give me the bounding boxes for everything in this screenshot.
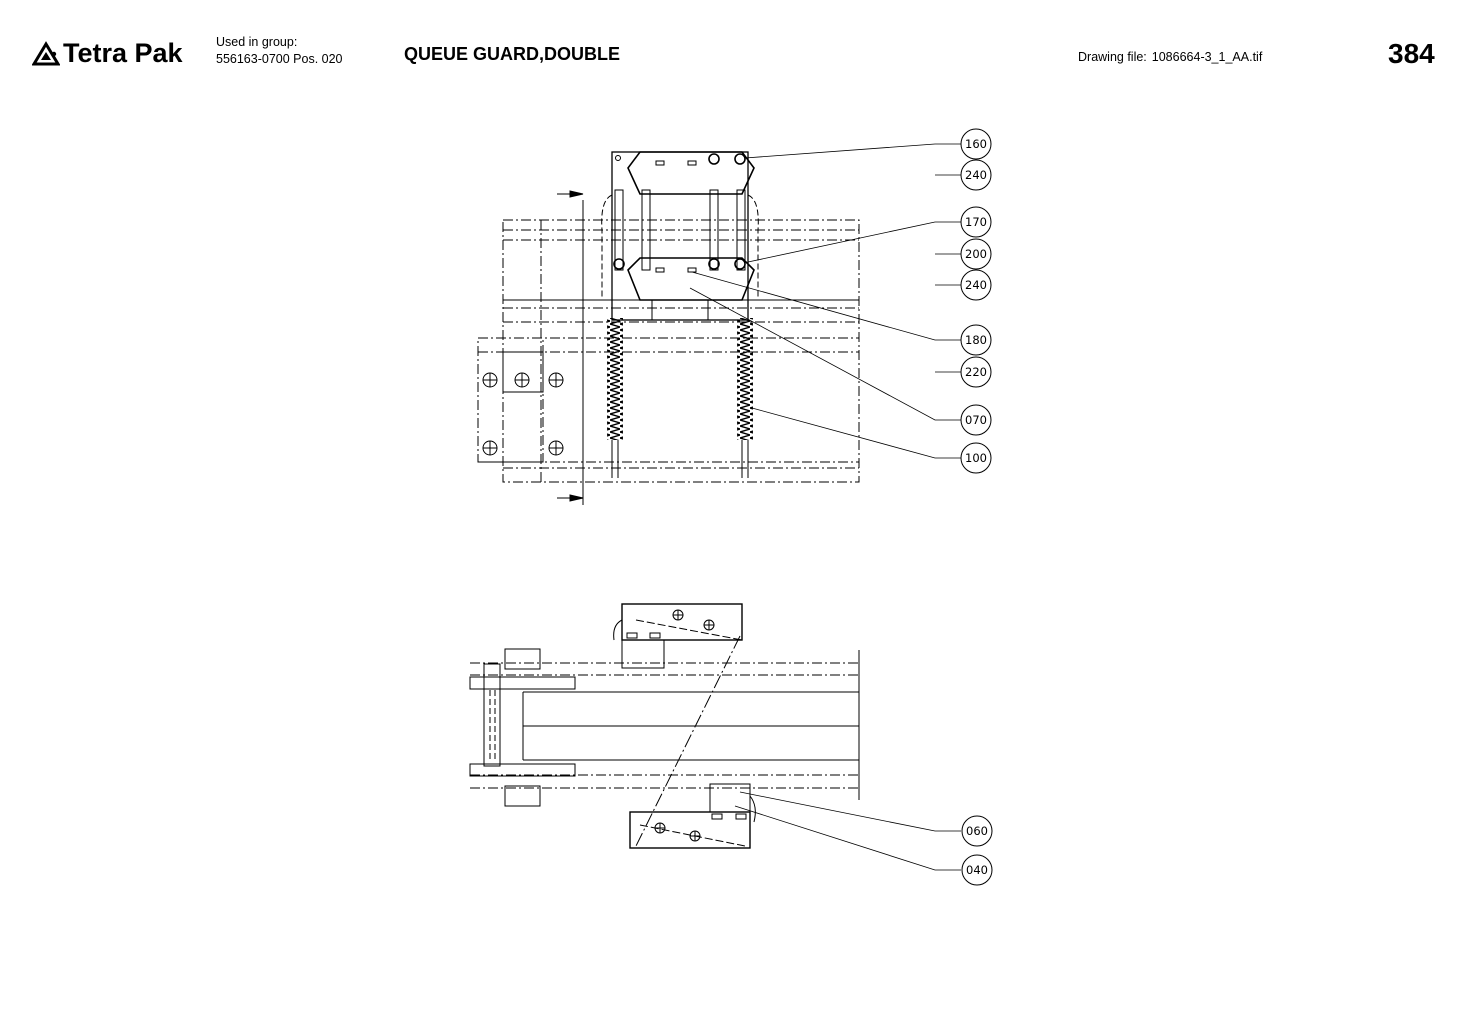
callout-label: 070 [965,413,987,427]
callout-160: 160 [960,128,992,160]
callout-bubbles-bottom: 060 040 [961,815,993,886]
tetra-pak-logo-icon [32,40,60,65]
callout-label: 160 [965,137,987,151]
callout-label: 060 [966,824,988,838]
page-header: Tetra Pak Used in group: 556163-0700 Pos… [0,0,1462,90]
callout-070: 070 [960,404,992,436]
callout-bubbles-top: 160 240 170 200 240 180 220 070 [960,128,992,474]
page-title: QUEUE GUARD,DOUBLE [404,44,621,64]
drawing-file: Drawing file: 1086664-3_1_AA.tif [1078,50,1262,64]
callout-060: 060 [961,815,993,847]
brand-name: Tetra Pak [63,38,183,68]
callout-200: 200 [960,238,992,270]
callout-label: 200 [965,247,987,261]
callout-label: 040 [966,863,988,877]
bolt-symbols-top [482,372,564,456]
callout-label: 240 [965,278,987,292]
callout-leaders [689,143,961,871]
callout-label: 170 [965,215,987,229]
callout-100: 100 [960,442,992,474]
callout-label: 240 [965,168,987,182]
callout-240: 240 [960,159,992,191]
callout-label: 220 [965,365,987,379]
top-view [477,151,860,505]
brand-logo: Tetra Pak [32,38,183,69]
callout-220: 220 [960,356,992,388]
callout-label: 100 [965,451,987,465]
page-number: 384 [1388,38,1435,69]
used-in-group-label: Used in group: [216,35,298,49]
drawing-file-label: Drawing file: [1078,50,1147,64]
callout-label: 180 [965,333,987,347]
callout-170: 170 [960,206,992,238]
callout-040: 040 [961,854,993,886]
callout-180: 180 [960,324,992,356]
drawing-file-value: 1086664-3_1_AA.tif [1151,50,1263,64]
used-in-group: Used in group: 556163-0700 Pos. 020 [216,34,343,68]
used-in-group-value: 556163-0700 Pos. 020 [216,52,343,66]
callout-240-second: 240 [960,269,992,301]
bottom-view [469,603,860,849]
